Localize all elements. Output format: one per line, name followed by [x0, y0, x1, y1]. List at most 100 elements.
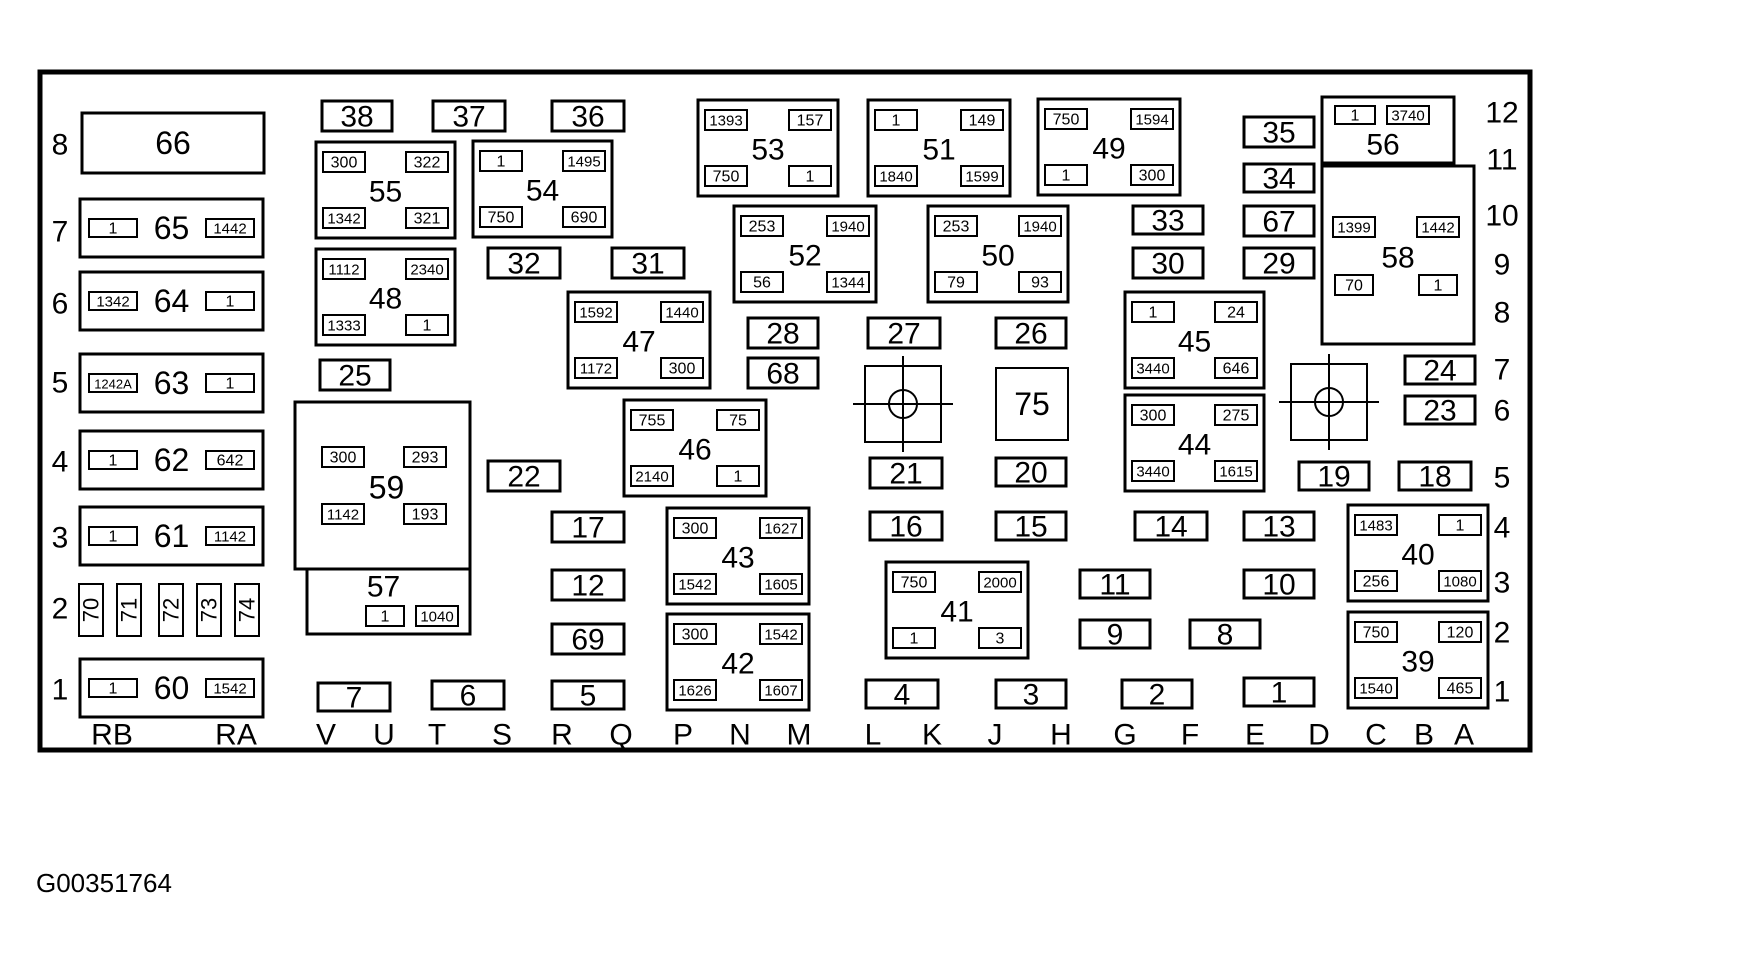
- relay-pin: 256: [1354, 570, 1398, 592]
- relay-pin-label: 1142: [214, 529, 246, 546]
- relay-pin: 2140: [630, 465, 674, 487]
- relay-pin-label: 3740: [1391, 108, 1424, 125]
- relay-pin: 300: [1130, 164, 1174, 186]
- vertical-fuse-70: 70: [78, 583, 104, 637]
- relay-label: 55: [369, 176, 402, 209]
- relay-pin-label: 275: [1223, 408, 1250, 425]
- column-label-m: M: [787, 719, 812, 752]
- relay-pin-label: 1440: [665, 305, 698, 322]
- fuse-label: 68: [766, 358, 799, 391]
- relay-pin-label: 70: [1345, 278, 1363, 295]
- relay-pin-label: 300: [669, 361, 696, 378]
- vertical-fuse-label: 72: [159, 598, 184, 622]
- relay-label: 64: [154, 283, 190, 319]
- relay-pin: 1393: [704, 109, 748, 131]
- relay-label: 63: [154, 365, 190, 401]
- relay-pin: 646: [1214, 357, 1258, 379]
- relay-pin-label: 1: [226, 294, 235, 311]
- fuse-24: 24: [1403, 354, 1477, 388]
- relay-pin: 253: [740, 215, 784, 237]
- relay-pin: 322: [405, 151, 449, 173]
- relay-pin: 1: [88, 450, 138, 470]
- relay-label: 66: [155, 125, 191, 161]
- vertical-fuse-label: 74: [235, 598, 260, 622]
- relay-pin-label: 1599: [965, 169, 998, 186]
- relay-pin-label: 300: [682, 521, 709, 538]
- fuse-20: 20: [994, 456, 1068, 490]
- relay-pin-label: 1: [109, 221, 118, 238]
- fuse-69: 69: [550, 622, 626, 657]
- relay-pin: 1080: [1438, 570, 1482, 592]
- fuse-10: 10: [1242, 568, 1316, 602]
- relay-pin: 1142: [205, 526, 255, 546]
- relay-pin: 1542: [673, 573, 717, 595]
- row-label-right: 8: [1494, 297, 1511, 330]
- fuse-17: 17: [550, 510, 626, 545]
- column-label-p: P: [673, 719, 693, 752]
- relay-pin-label: 293: [412, 450, 439, 467]
- fuse-label: 19: [1317, 461, 1350, 494]
- relay-pin-label: 149: [969, 113, 996, 130]
- relay-pin-label: 1607: [764, 683, 797, 700]
- fuse-28: 28: [746, 316, 820, 351]
- row-label-left: 7: [52, 216, 69, 249]
- relay-pin-label: 1: [1351, 108, 1360, 125]
- relay-pin-label: 750: [488, 210, 515, 227]
- fuse-33: 33: [1131, 204, 1205, 238]
- relay-pin-label: 3440: [1136, 464, 1169, 481]
- fuse-3: 3: [994, 678, 1068, 712]
- relay-pin-label: 1615: [1219, 464, 1252, 481]
- fuse-label: 4: [894, 679, 911, 712]
- relay-pin-label: 253: [749, 219, 776, 236]
- fuse-36: 36: [550, 99, 626, 134]
- relay-pin: 750: [1354, 621, 1398, 643]
- relay-pin: 193: [403, 503, 447, 525]
- fuse-35: 35: [1242, 115, 1316, 150]
- fuse-label: 25: [338, 360, 371, 393]
- fuse-label: 31: [631, 248, 664, 281]
- relay-pin-label: 690: [571, 210, 598, 227]
- relay-pin: 1: [88, 678, 138, 698]
- relay-pin: 2340: [405, 258, 449, 280]
- relay-pin: 79: [934, 271, 978, 293]
- relay-label: 52: [788, 240, 821, 273]
- row-label-left: 8: [52, 129, 69, 162]
- fuse-27: 27: [866, 316, 942, 351]
- fuse-23: 23: [1403, 394, 1477, 428]
- relay-pin-label: 1542: [213, 681, 246, 698]
- relay-pin: 300: [673, 517, 717, 539]
- relay-pin-label: 1: [1062, 168, 1071, 185]
- fuse-block-frame: [37, 69, 1533, 753]
- fuse-1: 1: [1242, 676, 1316, 710]
- relay-pin-label: 1142: [327, 507, 359, 524]
- relay-pin-label: 1: [1149, 305, 1158, 322]
- relay-pin: 1605: [759, 573, 803, 595]
- fuse-label: 13: [1262, 511, 1295, 544]
- relay-pin: 1: [892, 627, 936, 649]
- relay-pin-label: 750: [1053, 112, 1080, 129]
- fuse-label: 18: [1418, 461, 1451, 494]
- column-label-a: A: [1454, 719, 1474, 752]
- relay-label: 65: [154, 210, 190, 246]
- vertical-fuse-label: 71: [117, 598, 142, 622]
- relay-pin-label: 300: [331, 155, 358, 172]
- column-label-k: K: [922, 719, 942, 752]
- relay-pin: 1607: [759, 679, 803, 701]
- relay-pin-label: 1342: [96, 294, 129, 311]
- relay-label: 40: [1401, 539, 1434, 572]
- relay-pin: 1940: [826, 215, 870, 237]
- relay-pin: 1: [405, 314, 449, 336]
- row-label-right: 3: [1494, 567, 1511, 600]
- relay-label: 57: [367, 571, 400, 604]
- relay-pin: 300: [673, 623, 717, 645]
- relay-pin: 24: [1214, 301, 1258, 323]
- relay-label: 56: [1366, 129, 1399, 162]
- fuse-label: 6: [460, 680, 477, 713]
- relay-pin-label: 750: [713, 169, 740, 186]
